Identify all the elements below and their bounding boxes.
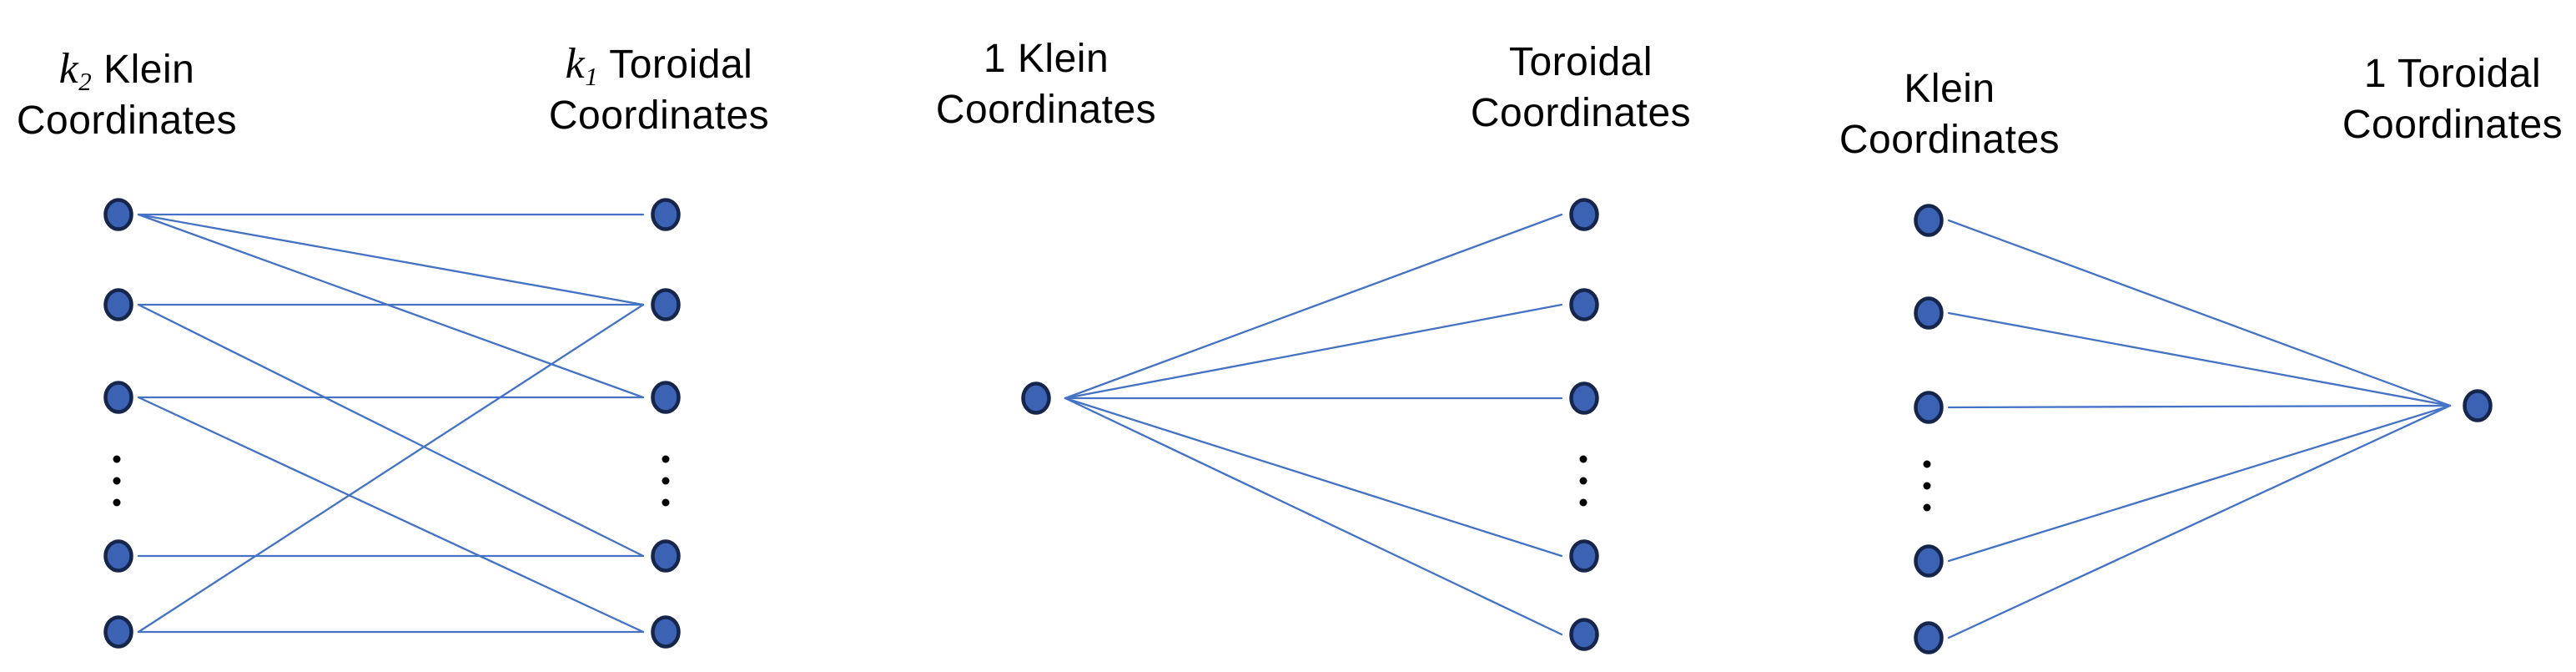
graph-2-right-node-3 (1569, 381, 1599, 415)
graph-1-right-node-1 (651, 198, 681, 231)
title-line1: k1 Toroidal (549, 38, 769, 90)
graph-3-left-dots-1 (1923, 460, 1931, 468)
title-one-toroidal: 1 Toroidal Coordinates (2342, 48, 2563, 150)
title-k1-toroidal: k1 Toroidal Coordinates (549, 38, 769, 141)
graph-1-edge-4-1 (137, 303, 645, 634)
graph-1-edge-0-1 (137, 213, 645, 306)
graph-3-left-node-3 (1914, 391, 1944, 424)
graph-3-edge-4-0 (1947, 404, 2452, 639)
graph-3-edge-3-0 (1947, 404, 2452, 563)
graph-3-left-dots-3 (1923, 503, 1931, 512)
graph-1-right-dots-1 (662, 455, 670, 463)
title-line2: Coordinates (1839, 118, 2060, 162)
graph-1-left-dots-1 (113, 455, 121, 463)
title-one-klein: 1 Klein Coordinates (936, 33, 1156, 135)
graph-1-left-node-2 (103, 288, 133, 321)
graph-3-right-node-1 (2463, 389, 2493, 422)
graph-2-edge-0-1 (1064, 303, 1563, 400)
graph-1-right-node-3 (651, 381, 681, 414)
graph-1-right-node-5 (651, 615, 681, 649)
math-subscript: 1 (585, 62, 599, 91)
graph-2-right-node-2 (1569, 288, 1599, 321)
title-line1: k2 Klein (17, 43, 237, 95)
graph-3-left-node-4 (1914, 544, 1944, 578)
graph-1-left-node-5 (103, 615, 133, 649)
graph-1-right-node-4 (651, 539, 681, 573)
math-subscript: 2 (78, 67, 93, 96)
graph-3-edge-0-0 (1947, 219, 2452, 407)
graph-2-right-dots-2 (1579, 477, 1587, 485)
graph-1-edge-0-2 (137, 213, 645, 399)
title-line2: Coordinates (935, 88, 1157, 132)
title-line2: Coordinates (548, 93, 770, 138)
graph-2-right-dots-1 (1579, 455, 1587, 463)
title-k2-klein: k2 Klein Coordinates (17, 43, 237, 146)
title-text: 1 Toroidal (2363, 52, 2542, 96)
title-text: Klein (92, 48, 195, 92)
graph-1-left-node-3 (103, 381, 133, 414)
graph-1-left-dots-3 (113, 498, 121, 507)
math-k-symbol: k (565, 40, 586, 88)
graph-3-edge-1-0 (1947, 311, 2452, 407)
graph-3-edge-2-0 (1947, 404, 2452, 409)
title-line2: Coordinates (2342, 103, 2563, 147)
graph-3-left-node-2 (1914, 296, 1944, 330)
title-toroidal: Toroidal Coordinates (1471, 37, 1691, 139)
title-text: Toroidal (1508, 40, 1653, 84)
graph-3-left-node-1 (1914, 204, 1944, 237)
graph-2-right-node-1 (1569, 198, 1599, 231)
graph-2-left-node-1 (1021, 381, 1051, 415)
graph-1-edge-2-4 (137, 396, 645, 634)
graph-1-left-dots-2 (113, 477, 121, 485)
graph-2-right-dots-3 (1579, 498, 1587, 507)
title-text: 1 Klein (983, 37, 1109, 81)
graph-2-edge-0-0 (1064, 213, 1563, 400)
graph-1-right-node-2 (651, 288, 681, 321)
graph-3-left-node-5 (1914, 621, 1944, 654)
graph-2-edge-0-4 (1064, 397, 1563, 636)
title-text: Toroidal (598, 43, 753, 87)
title-line1: 1 Klein (936, 33, 1156, 84)
graph-2-right-node-5 (1569, 618, 1599, 651)
graph-1-left-node-1 (103, 198, 133, 231)
graph-3-left-dots-2 (1923, 482, 1931, 490)
graph-1-left-node-4 (103, 539, 133, 573)
graph-2-right-node-4 (1569, 539, 1599, 573)
title-line2: Coordinates (16, 99, 238, 143)
graph-1-right-dots-3 (662, 498, 670, 507)
graph-1-right-dots-2 (662, 477, 670, 485)
graph-1-edge-1-3 (137, 303, 645, 558)
title-text: Klein (1904, 67, 1995, 111)
title-klein: Klein Coordinates (1839, 63, 2060, 165)
math-k-symbol: k (58, 45, 79, 93)
title-line2: Coordinates (1470, 91, 1692, 135)
graph-2-edge-0-3 (1064, 397, 1563, 558)
